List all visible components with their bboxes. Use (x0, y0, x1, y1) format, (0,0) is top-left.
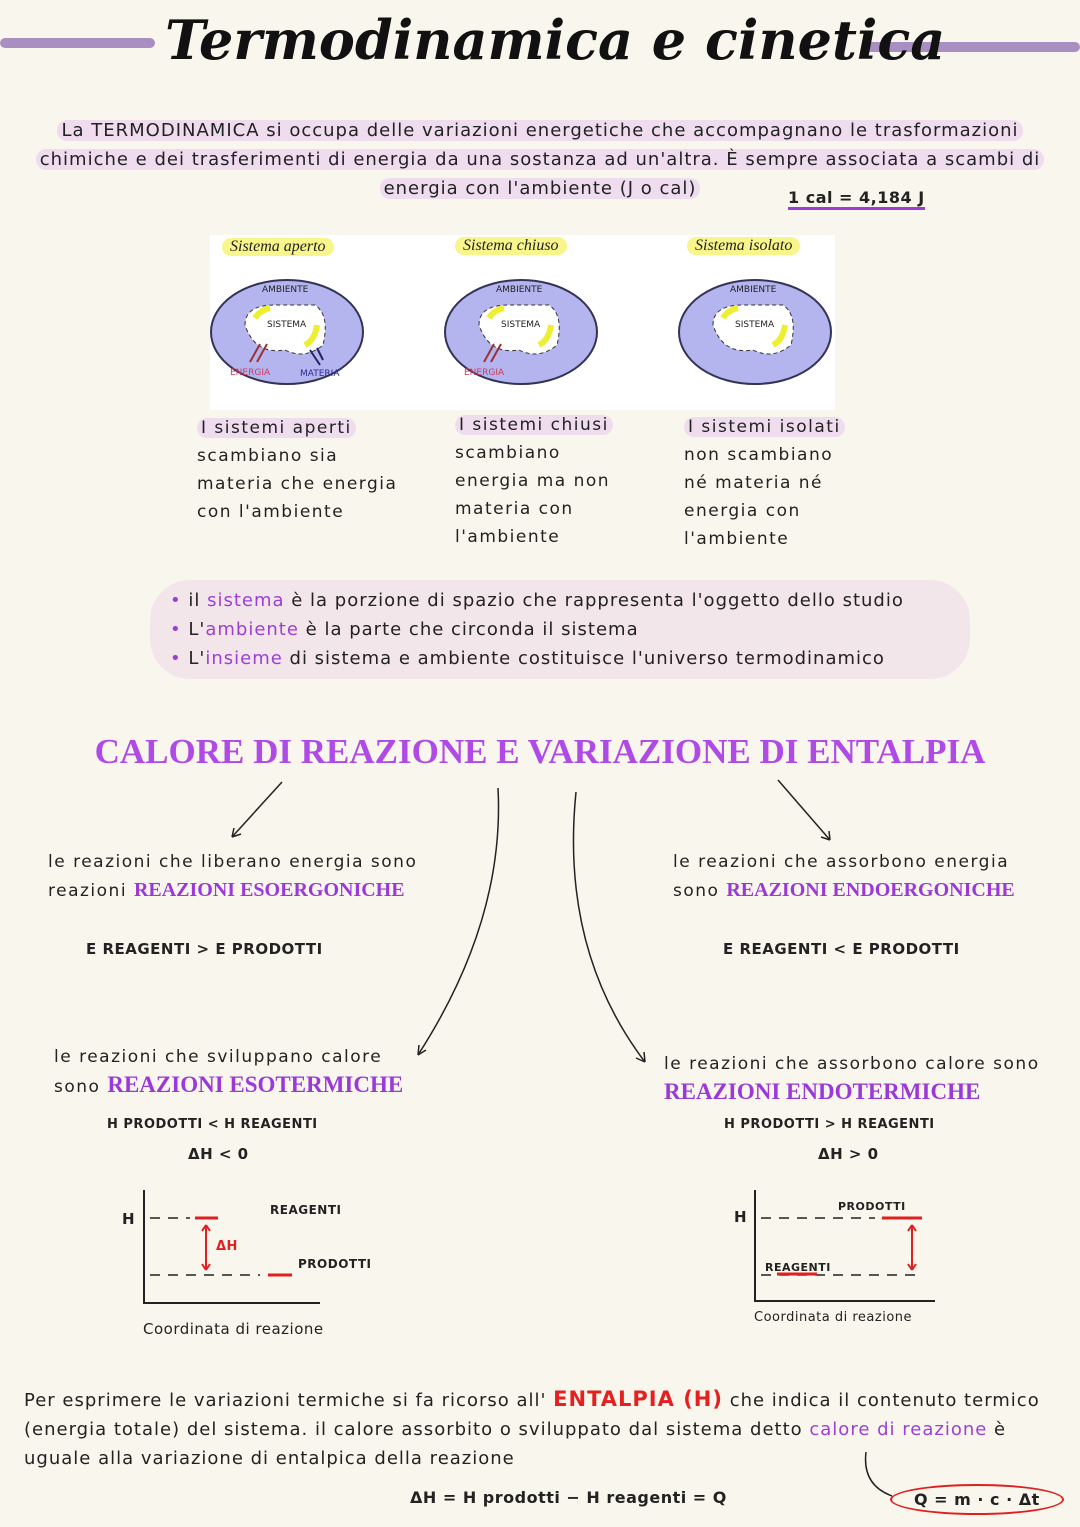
bullet-item: • L'insieme di sistema e ambiente costit… (170, 648, 885, 669)
diagram-isolated (678, 279, 832, 385)
sistema-label: SISTEMA (735, 320, 775, 330)
exothermic-graph (143, 1190, 320, 1304)
endo-formula: E REAGENTI < E PRODOTTI (723, 940, 960, 958)
endot-dh: ΔH > 0 (818, 1145, 879, 1163)
level-label: REAGENTI (765, 1261, 831, 1274)
page-title: Termodinamica e cinetica (165, 8, 946, 72)
ambiente-label: AMBIENTE (496, 285, 543, 295)
level-label: PRODOTTI (298, 1257, 372, 1271)
x-axis-label: Coordinata di reazione (143, 1320, 324, 1338)
delta-label: ΔH (216, 1239, 238, 1254)
diagram-closed (444, 279, 598, 385)
ambiente-label: AMBIENTE (262, 285, 309, 295)
bullet-item: • il sistema è la porzione di spazio che… (170, 590, 904, 611)
sistema-label: SISTEMA (501, 320, 541, 330)
endot-formula: H PRODOTTI > H REAGENTI (724, 1117, 935, 1132)
label-open: Sistema aperto (222, 238, 334, 256)
definitions-list: • il sistema è la porzione di spazio che… (150, 580, 970, 679)
eso-formula: E REAGENTI > E PRODOTTI (86, 940, 323, 958)
intro-text: La TERMODINAMICA si occupa delle variazi… (20, 116, 1060, 203)
esot-formula: H PRODOTTI < H REAGENTI (107, 1117, 318, 1132)
y-axis-label: H (734, 1208, 748, 1226)
endothermic-graph (754, 1190, 935, 1302)
footer-text: Per esprimere le variazioni termiche si … (24, 1387, 1040, 1469)
level-label: REAGENTI (270, 1203, 342, 1217)
materia-label: MATERIA (300, 369, 340, 379)
curved-arrow (864, 1451, 893, 1497)
sistema-label: SISTEMA (267, 320, 307, 330)
esot-dh: ΔH < 0 (188, 1145, 249, 1163)
energia-label: ENERGIA (464, 368, 505, 378)
decor-bar-right (862, 42, 1080, 52)
diagram-open (210, 279, 364, 385)
y-axis-label: H (122, 1210, 136, 1228)
ambiente-label: AMBIENTE (730, 285, 777, 295)
decor-bar-left (0, 38, 155, 48)
arrows (231, 779, 831, 1063)
heat-formula: Q = m · c · Δt (890, 1484, 1064, 1515)
section-heading: CALORE DI REAZIONE E VARIAZIONE DI ENTAL… (94, 732, 986, 771)
label-closed: Sistema chiuso (455, 237, 567, 255)
label-isolated: Sistema isolato (687, 237, 801, 255)
systems-diagrams (210, 279, 832, 385)
level-label: PRODOTTI (838, 1200, 906, 1213)
bullet-item: • L'ambiente è la parte che circonda il … (170, 619, 639, 640)
x-axis-label: Coordinata di reazione (754, 1310, 913, 1325)
energia-label: ENERGIA (230, 368, 271, 378)
enthalpy-formula: ΔH = H prodotti − H reagenti = Q (410, 1488, 727, 1507)
conversion-note: 1 cal = 4,184 J (788, 188, 925, 210)
